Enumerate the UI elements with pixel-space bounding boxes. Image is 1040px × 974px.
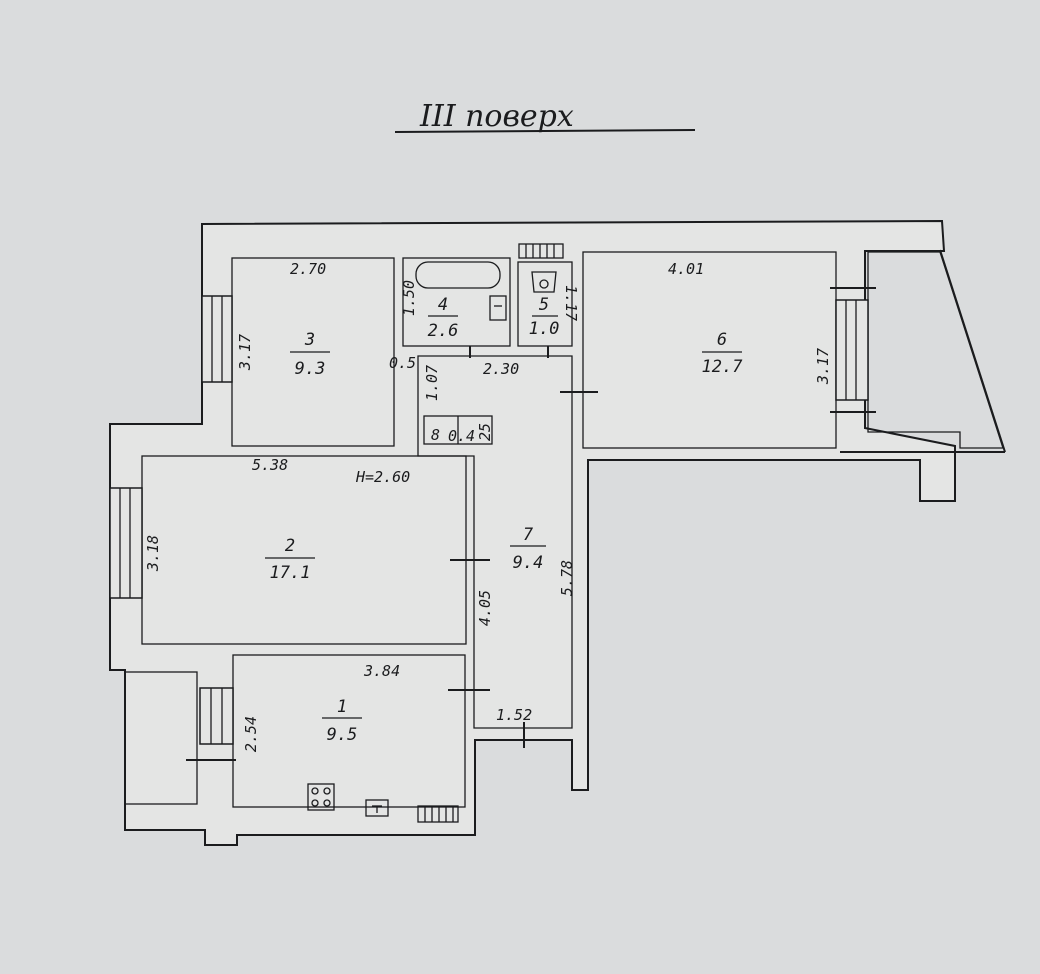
dim-r6-width: 4.01 (668, 260, 704, 278)
room-number: 6 (717, 330, 727, 350)
room-number: 2 (285, 536, 295, 556)
kitchen-radiator-icon (417, 805, 459, 823)
door-marks (186, 287, 876, 761)
room-area: 12.7 (702, 357, 744, 377)
room-number: 3 (304, 330, 315, 350)
plan-title: III поверх (419, 99, 574, 134)
window-room-2 (109, 487, 143, 599)
room-area: 1.0 (529, 319, 560, 339)
room-area: 9.3 (295, 359, 326, 379)
room-number: 1 (337, 697, 347, 717)
toilet-icon (531, 271, 557, 293)
room-area: 9.4 (513, 553, 544, 573)
dim-hall-top: 2.30 (483, 360, 519, 378)
room-number: 4 (438, 295, 448, 315)
dim-r6-height: 3.17 (814, 348, 832, 385)
title-underline (394, 129, 696, 133)
dim-closet-c: 8 (431, 426, 440, 444)
dim-r1-height: 2.54 (242, 716, 260, 752)
bathtub-icon (415, 261, 507, 321)
room-number: 5 (539, 295, 549, 315)
sink-icon (365, 799, 389, 817)
dim-closet-b: 25 (476, 423, 494, 441)
dim-height-note: H=2.60 (355, 468, 410, 486)
dim-r7-length: 5.78 (558, 560, 576, 596)
outer-wall (109, 219, 956, 846)
window-room-3 (201, 295, 233, 383)
dim-r2-side: 4.05 (476, 590, 494, 626)
room-area: 2.6 (428, 321, 459, 341)
window-room-6 (835, 299, 869, 401)
dim-r5-height: 1.17 (562, 285, 580, 321)
dim-r2-height: 3.18 (144, 535, 162, 572)
room-4-outline (402, 257, 511, 347)
dim-r3-width: 2.70 (290, 260, 326, 278)
hall-7-outline (417, 355, 573, 729)
balcony-left (124, 671, 198, 805)
dim-r4-height: 1.50 (400, 280, 418, 316)
radiator-icon (518, 243, 564, 259)
balcony-edge (939, 249, 1006, 453)
room-area: 17.1 (270, 563, 311, 583)
room-5-outline (517, 261, 573, 347)
dim-r3-height: 3.17 (236, 334, 254, 371)
dim-r2-width: 5.38 (252, 456, 288, 474)
dim-hall-side: 1.07 (423, 365, 441, 401)
stove-icon (307, 783, 335, 811)
dim-stub: 0.5 (389, 354, 416, 372)
dim-r1-width: 3.84 (363, 662, 400, 680)
room-area: 9.5 (327, 725, 358, 745)
room-number: 7 (523, 525, 534, 545)
window-room-1 (199, 687, 234, 745)
dim-closet-a: 0.4 (448, 427, 475, 445)
dim-hall-bottom: 1.52 (496, 706, 532, 724)
